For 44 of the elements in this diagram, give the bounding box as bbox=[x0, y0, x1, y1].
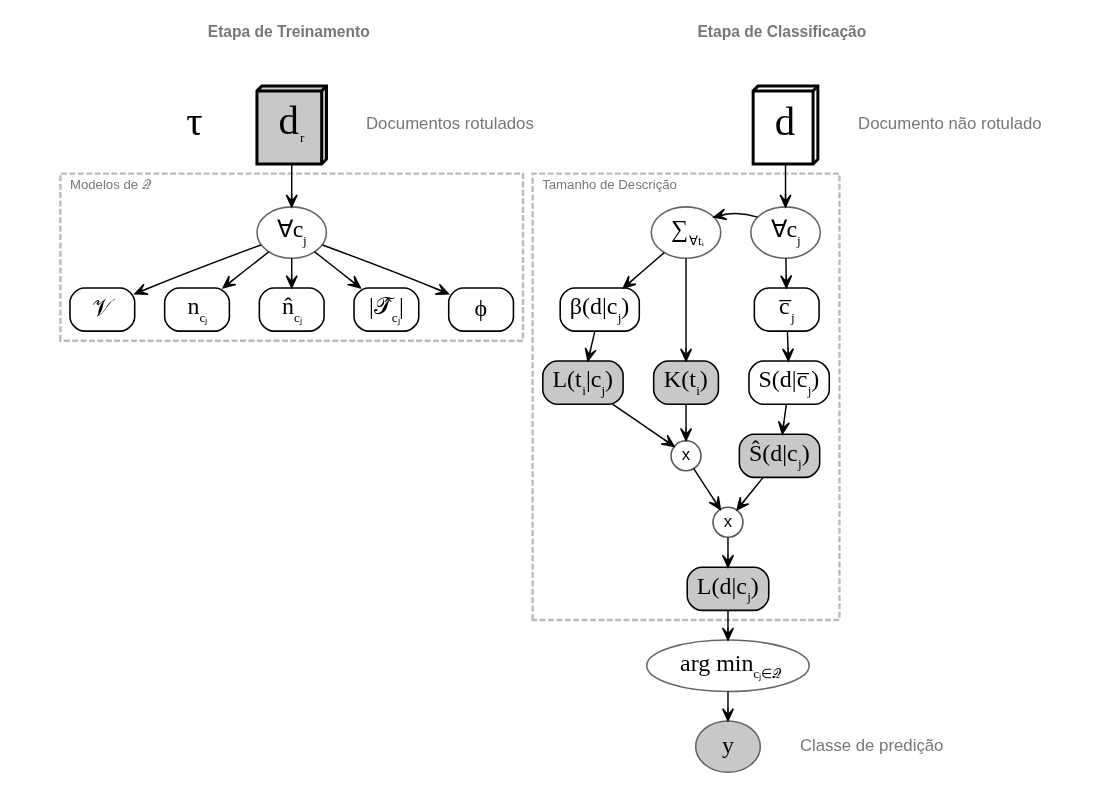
node-label: Documentos rotulados bbox=[366, 114, 534, 134]
node-box: K(t$_{i}$) bbox=[652, 360, 720, 405]
node-ellipse: ∀c$_{j}$ bbox=[256, 206, 328, 260]
arrow bbox=[721, 536, 735, 568]
node-box: ϕ bbox=[447, 287, 515, 332]
arrow bbox=[713, 208, 759, 221]
arrow bbox=[285, 163, 298, 208]
arrow bbox=[777, 403, 790, 435]
arrow bbox=[679, 257, 693, 362]
arrow bbox=[622, 251, 665, 289]
arrow bbox=[736, 476, 764, 511]
arrow bbox=[779, 163, 792, 208]
node-circle: x bbox=[712, 506, 744, 539]
arrow bbox=[721, 609, 735, 641]
node-box: Ŝ(d|c$_{j}$) bbox=[738, 433, 821, 479]
arrow bbox=[679, 403, 693, 442]
arrow bbox=[721, 690, 735, 722]
node-circle: x bbox=[670, 440, 702, 472]
node-box: n̂$_{cⱼ}$ bbox=[258, 287, 325, 332]
label: Etapa de Treinamento bbox=[207, 23, 370, 41]
node-ellipse: ∀c$_{j}$ bbox=[750, 206, 822, 260]
node-box: β(d|c$_{j}$) bbox=[559, 287, 641, 332]
arrow bbox=[313, 251, 362, 289]
node-box: L(d|c$_{j}$) bbox=[686, 566, 770, 612]
node-ellipse: ∑$_{∀tᵢ}$ bbox=[650, 206, 722, 260]
node-box: n$_{cⱼ}$ bbox=[163, 287, 231, 332]
node-box: c̅$_{j}$ bbox=[753, 287, 820, 332]
arrow bbox=[780, 257, 793, 289]
node-box: L(t$_{i}$|c$_{j}$) bbox=[542, 360, 624, 405]
node-label: Classe de predição bbox=[799, 736, 944, 756]
arrow bbox=[584, 330, 597, 362]
label: Etapa de Classificação bbox=[697, 23, 867, 41]
node-ellipse: arg min$_{cⱼ∈𝒬}$ bbox=[646, 639, 810, 693]
node-label: Documento não rotulado bbox=[858, 114, 1042, 134]
arrow bbox=[134, 244, 262, 295]
node-box: S(d|c̅$_{j}$) bbox=[748, 360, 831, 405]
label: τ bbox=[186, 99, 203, 145]
node-box: |𝒯̂$_{cⱼ}$| bbox=[353, 287, 420, 332]
arrow bbox=[693, 468, 722, 511]
arrow bbox=[222, 251, 270, 289]
arrow bbox=[321, 244, 450, 295]
node-box: 𝒱 bbox=[69, 287, 136, 332]
arrow bbox=[612, 403, 675, 448]
node-ellipse: y bbox=[694, 720, 762, 774]
